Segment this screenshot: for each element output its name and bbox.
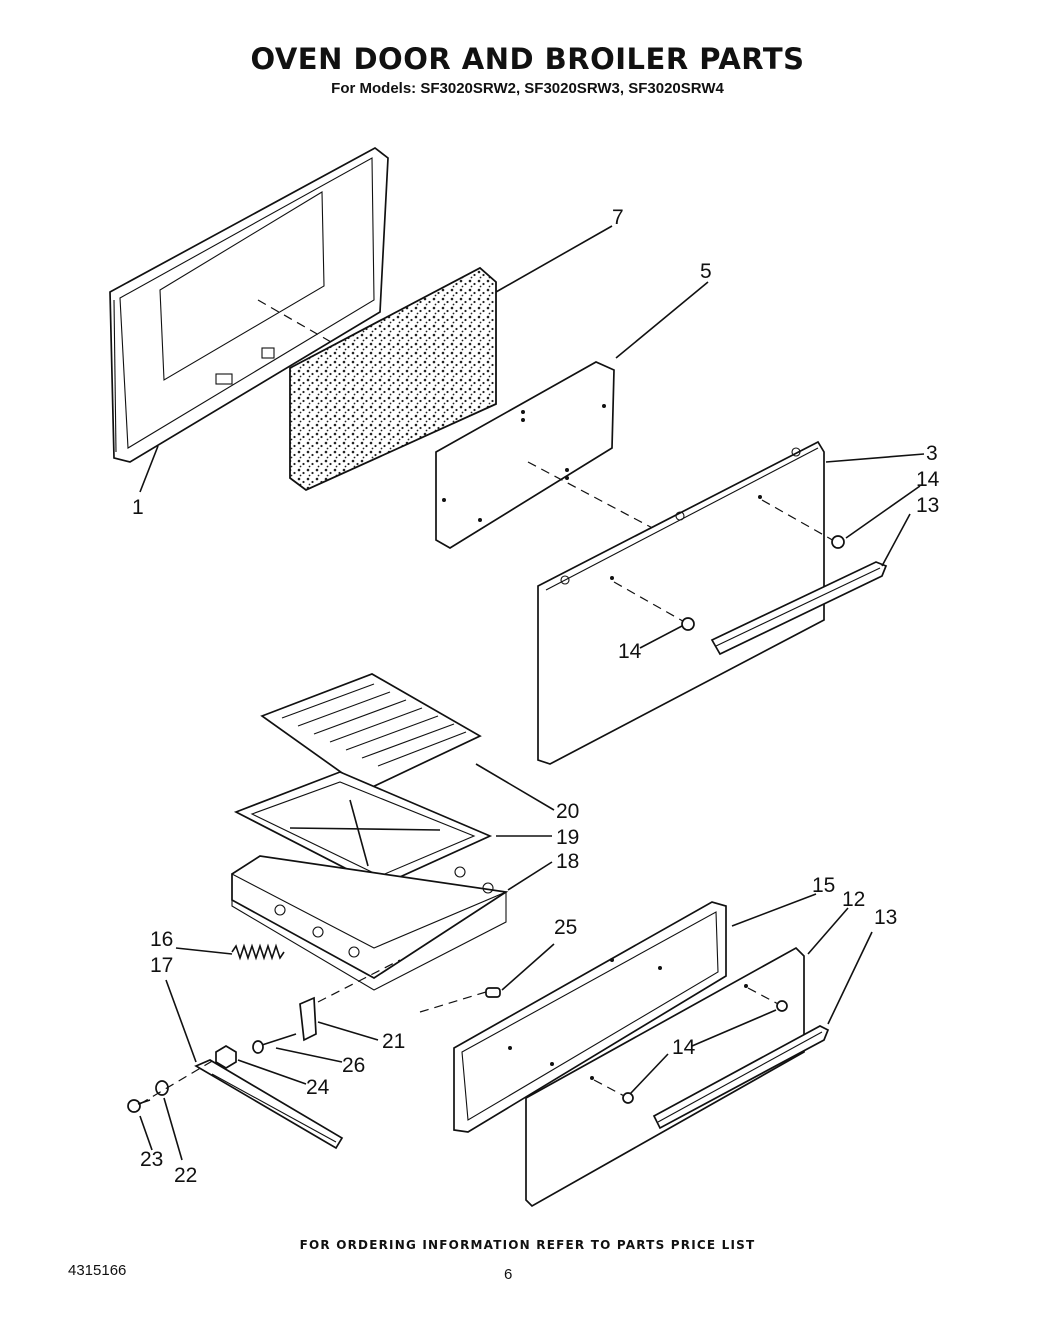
callout-24: 24 xyxy=(306,1076,330,1099)
callout-17: 17 xyxy=(150,954,173,977)
callout-12: 12 xyxy=(842,888,865,911)
part-21-bracket xyxy=(299,959,401,1042)
callout-25: 25 xyxy=(554,916,577,939)
part-19-pan-insert xyxy=(233,771,493,887)
part-14-spacers-upper xyxy=(681,535,845,631)
callout-14-a: 14 xyxy=(916,468,940,491)
callout-5: 5 xyxy=(700,260,712,283)
page-number: 6 xyxy=(504,1266,513,1283)
part-26-screw xyxy=(252,1033,297,1054)
part-5-door-liner xyxy=(435,361,661,549)
callout-15: 15 xyxy=(812,874,835,897)
callout-14-b: 14 xyxy=(618,640,642,663)
part-17-slide-rail xyxy=(194,1059,344,1150)
part-1-door-inner-frame xyxy=(109,146,389,463)
part-3-outer-door xyxy=(537,440,837,765)
callout-18: 18 xyxy=(556,850,579,873)
callout-23: 23 xyxy=(140,1148,163,1171)
callout-16: 16 xyxy=(150,928,173,951)
document-number: 4315166 xyxy=(68,1262,127,1279)
model-list: For Models: SF3020SRW2, SF3020SRW3, SF30… xyxy=(331,80,724,97)
part-7-insulation xyxy=(289,266,497,492)
callout-26: 26 xyxy=(342,1054,365,1077)
callout-20: 20 xyxy=(556,800,579,823)
leader-lines xyxy=(139,225,925,1161)
callout-labels: 1 7 5 3 14 13 14 20 19 18 15 12 13 25 16… xyxy=(132,206,940,1187)
part-12-drawer-front xyxy=(525,946,805,1208)
callout-21: 21 xyxy=(382,1030,405,1053)
part-23-bolt xyxy=(127,1099,151,1113)
callout-13-b: 13 xyxy=(874,906,897,929)
part-16-spring xyxy=(231,943,285,961)
callout-13-a: 13 xyxy=(916,494,939,517)
part-25-clip xyxy=(419,987,501,1013)
callout-7: 7 xyxy=(612,206,624,229)
part-24-nut xyxy=(215,1045,237,1069)
part-13-drawer-handle xyxy=(652,1025,830,1130)
callout-22: 22 xyxy=(174,1164,197,1187)
callout-19: 19 xyxy=(556,826,579,849)
part-20-broiler-grid xyxy=(260,673,482,791)
callout-1: 1 xyxy=(132,496,144,519)
part-13-door-handle xyxy=(710,561,888,656)
part-18-broiler-pan xyxy=(231,855,509,991)
callout-14-c: 14 xyxy=(672,1036,696,1059)
callout-3: 3 xyxy=(926,442,938,465)
part-14-spacers-lower xyxy=(622,1000,788,1104)
page-title: OVEN DOOR AND BROILER PARTS xyxy=(250,42,805,76)
part-15-drawer-inner xyxy=(453,901,727,1133)
ordering-note: FOR ORDERING INFORMATION REFER TO PARTS … xyxy=(299,1238,756,1252)
